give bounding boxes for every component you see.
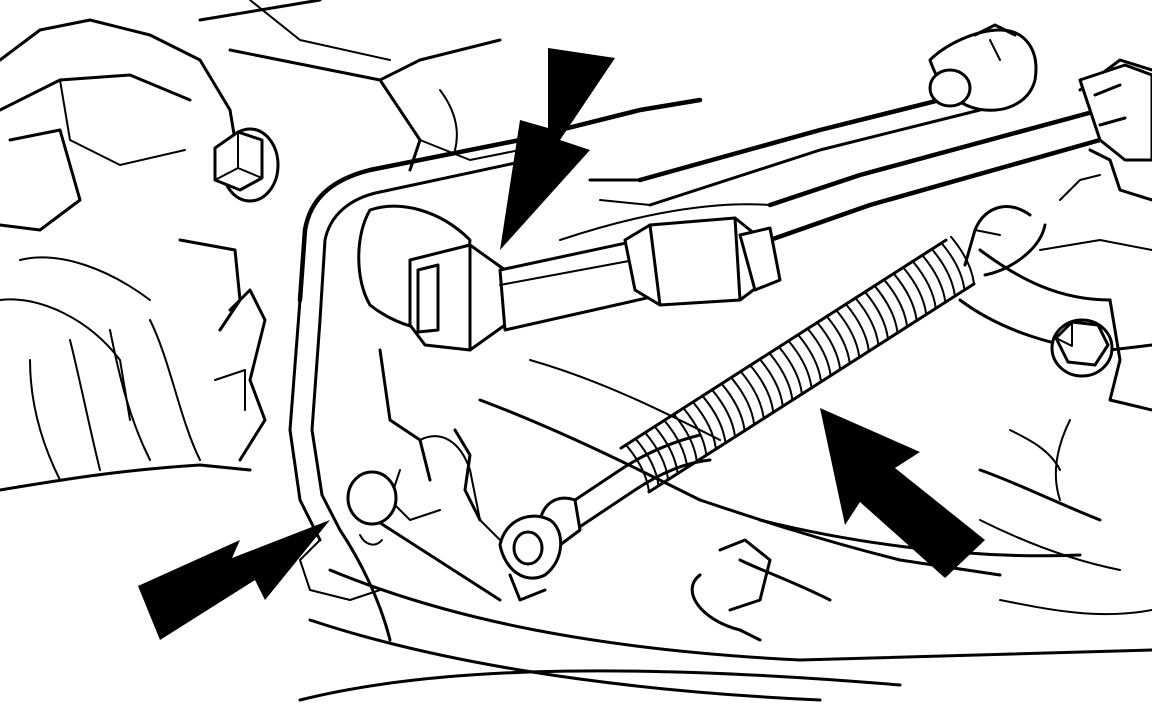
spring-coil [663,419,689,469]
spring-coil [864,290,889,340]
right-housing [958,58,1152,501]
spring-coil [883,278,909,328]
spring-coil [634,437,660,487]
spring-coil [720,382,746,432]
spring-coil [854,297,880,347]
cable-boot [928,23,1152,162]
spring-coil [768,352,794,402]
spring-coil [950,235,976,285]
spring-coil [873,284,899,334]
spring-coil [682,407,708,457]
mounting-bolt-icon [213,127,280,203]
spring-coil [911,260,937,310]
spring-coil [902,266,928,316]
spring-coil [711,388,737,438]
spring-coil [844,303,870,353]
throttle-cable [559,92,1103,243]
spring-coil [940,241,966,292]
arrow-pointing-to-return-spring [820,408,985,578]
spring-coil [739,370,765,420]
spring-coil [892,272,918,322]
bracket-plate [288,97,703,642]
spring-coil [653,425,679,475]
spring-coil [797,333,823,383]
arrow-pointing-to-cable-end-fitting [500,48,615,250]
spring-coil [672,413,698,463]
cable-end-fitting [357,204,507,352]
spring-coil [644,431,670,481]
engine-housing [0,0,521,492]
cable-adjuster-clip [623,216,782,307]
spring-anchor-pin [346,470,398,546]
right-bolt-icon [1050,318,1114,378]
return-spring [538,205,1047,547]
spring-coil [749,364,775,414]
spring-coil [691,401,717,451]
spring-coil [825,315,851,365]
spring-coil [758,358,784,408]
spring-coil [730,376,756,426]
spring-coils [619,235,976,494]
spring-edge-bottom [619,238,948,450]
spring-coil [816,321,842,371]
spring-coil [625,443,651,493]
spring-anchor-bracket [498,514,563,602]
spring-coil [701,394,727,444]
arrow-pointing-to-spring-anchor-pin [138,520,330,640]
spring-coil [930,248,956,298]
spring-coil [835,309,861,359]
spring-coil [777,345,803,396]
spring-coil [787,339,813,389]
spring-coil [806,327,832,377]
spring-coil [921,254,947,304]
